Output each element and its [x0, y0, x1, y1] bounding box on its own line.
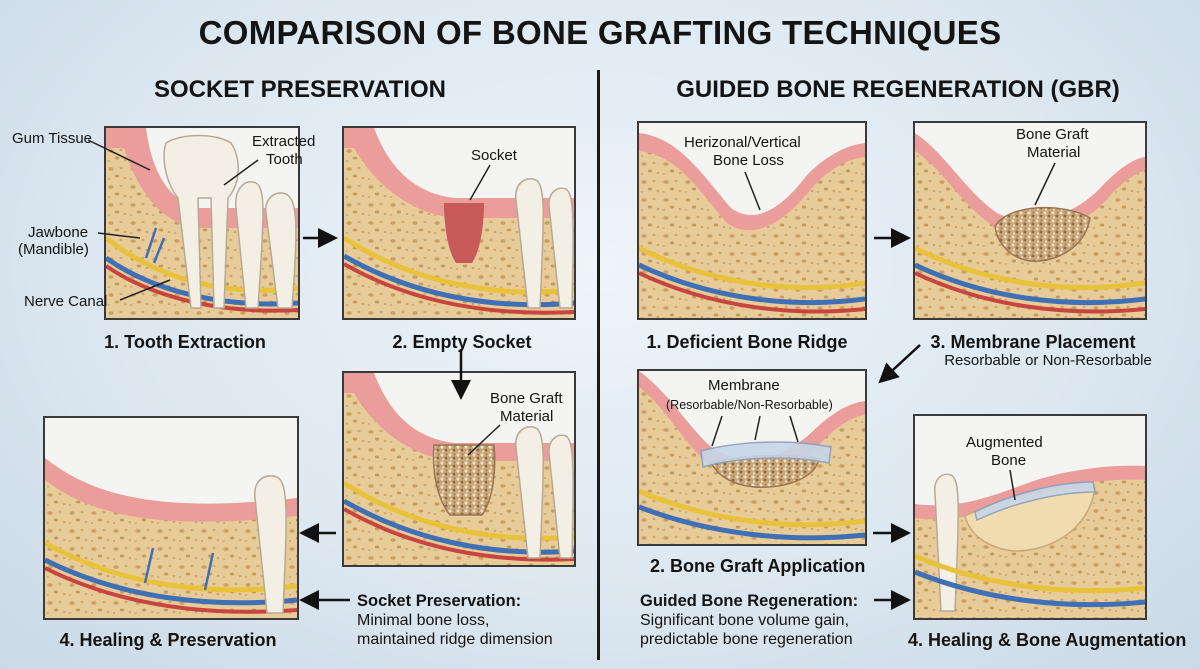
label-graft-line1: Bone Graft [490, 390, 563, 407]
panel-healing-preservation [43, 416, 299, 620]
label-membrane-line2: (Resorbable/Non-Resorbable) [666, 398, 833, 412]
caption-healing-preservation: 4. Healing & Preservation [59, 630, 277, 650]
label-membrane-line1: Membrane [708, 377, 780, 394]
label-nerve-canal: Nerve Canal [24, 293, 108, 310]
arrow-gbr-step2-to-3 [878, 344, 921, 384]
label-graft-material-line1: Bone Graft [1016, 126, 1089, 143]
section-title-gbr: GUIDED BONE REGENERATION (GBR) [676, 76, 1120, 103]
label-graft-material-line2: Material [1027, 144, 1081, 161]
label-augmented-line1: Augmented [966, 434, 1043, 451]
label-jawbone-line2: (Mandible) [18, 241, 89, 258]
caption-empty-socket: 2. Empty Socket [392, 332, 532, 352]
section-divider [597, 70, 600, 660]
summary-line2: predictable bone regeneration [640, 631, 853, 648]
summary-gbr: Guided Bone Regeneration: Significant bo… [640, 592, 858, 649]
label-bone-loss-line2: Bone Loss [713, 152, 784, 169]
caption-healing-augmentation: 4. Healing & Bone Augmentation [908, 630, 1187, 650]
label-gum-tissue: Gum Tissue [12, 130, 93, 147]
panel-bone-graft-application [637, 369, 867, 546]
caption-bone-graft-application: 2. Bone Graft Application [650, 556, 866, 576]
label-extracted-line1: Extracted [252, 133, 316, 150]
summary-line2: maintained ridge dimension [357, 631, 553, 648]
caption-tooth-extraction: 1. Tooth Extraction [104, 332, 266, 352]
caption-deficient-ridge: 1. Deficient Bone Ridge [646, 332, 848, 352]
caption-membrane-sub: Resorbable or Non-Resorbable [944, 352, 1152, 369]
label-jawbone-line1: Jawbone [28, 224, 89, 241]
label-bone-loss-line1: Herizonal/Vertical [684, 134, 801, 151]
label-augmented-line2: Bone [991, 452, 1027, 469]
panel-tooth-extraction [104, 126, 300, 320]
panel-bone-graft [342, 371, 576, 567]
page-title: COMPARISON OF BONE GRAFTING TECHNIQUES [198, 14, 1002, 51]
section-title-socket-preservation: SOCKET PRESERVATION [153, 76, 447, 103]
label-graft-line2: Material [500, 408, 554, 425]
label-extracted-line2: Tooth [266, 151, 303, 168]
summary-head: Guided Bone Regeneration: [640, 592, 859, 610]
summary-head: Socket Preservation: [357, 592, 522, 610]
panel-empty-socket [342, 126, 576, 320]
label-socket: Socket [471, 147, 517, 164]
summary-socket-preservation: Socket Preservation: Minimal bone loss, … [357, 592, 553, 649]
panel-membrane-placement [913, 121, 1147, 320]
caption-membrane-placement: 3. Membrane Placement [930, 332, 1136, 352]
summary-line1: Minimal bone loss, [357, 612, 490, 629]
summary-line1: Significant bone volume gain, [640, 612, 850, 629]
panel-healing-augmentation [913, 414, 1147, 620]
